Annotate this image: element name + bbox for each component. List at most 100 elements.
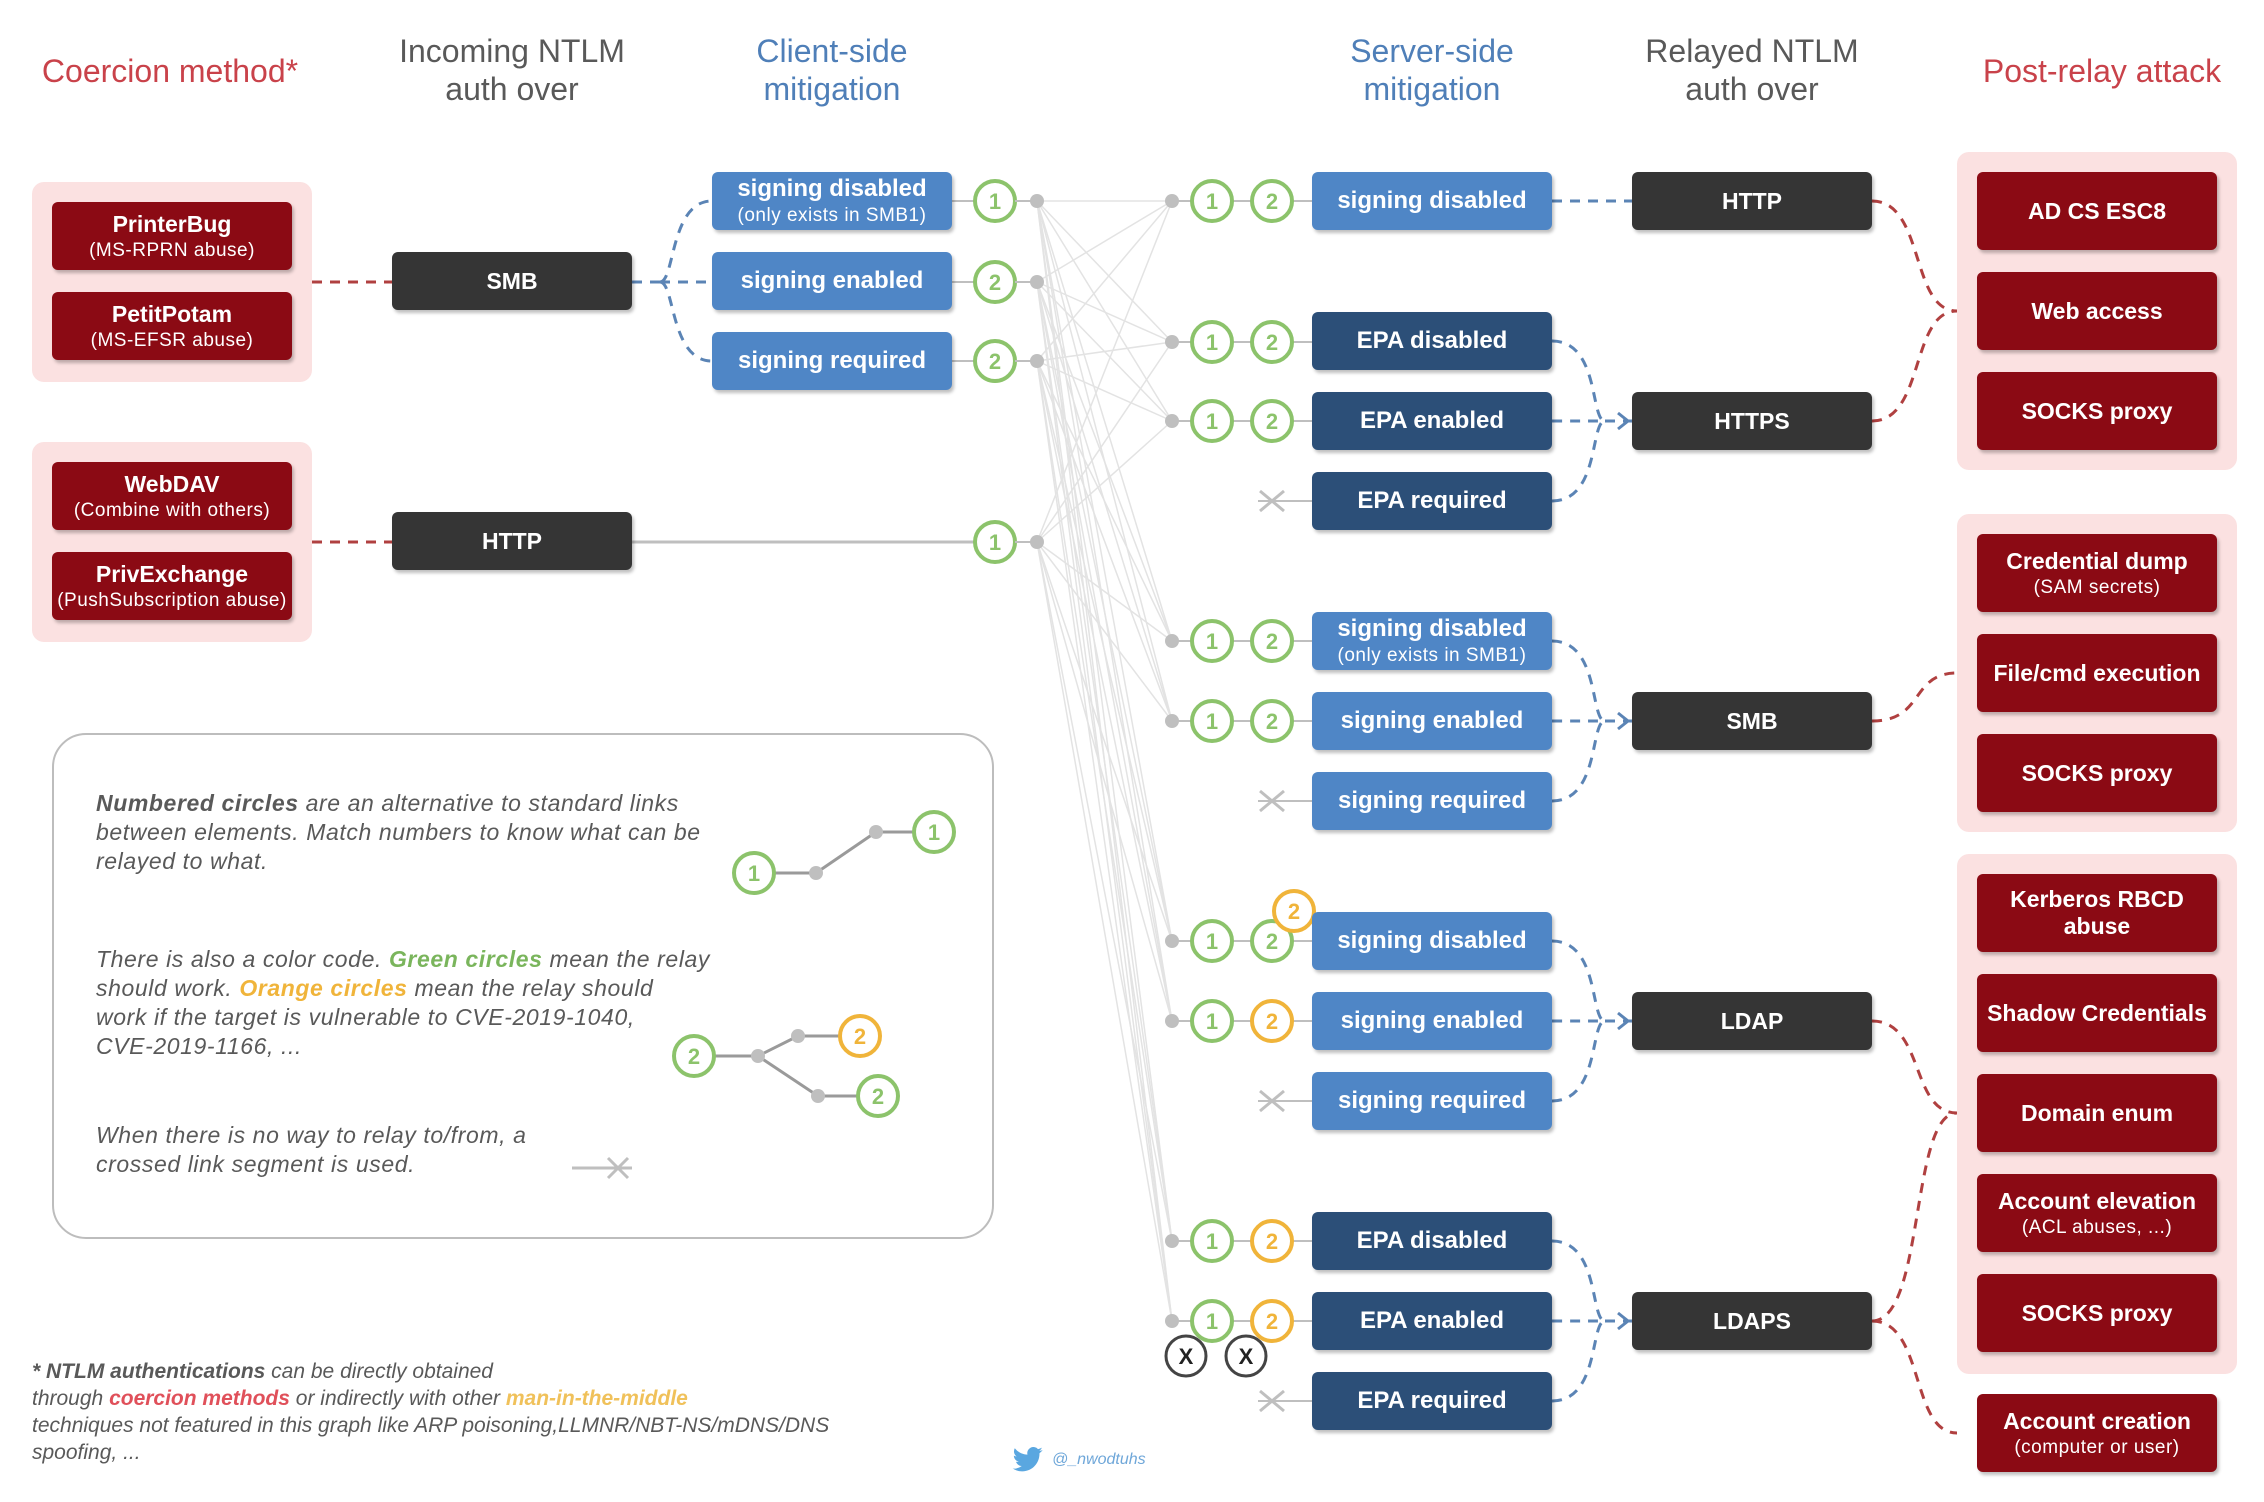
incoming-smb: SMB xyxy=(392,252,632,310)
circle-server-a-8-label: 1 xyxy=(1206,1009,1218,1034)
xcircle-b xyxy=(1224,1334,1268,1378)
server-ldap-signing-enabled: signing enabled xyxy=(1312,992,1552,1050)
server-ldaps-epa-required: EPA required xyxy=(1312,1372,1552,1430)
legend-circle-2a-label: 2 xyxy=(688,1044,700,1069)
post-domain-enum: Domain enum xyxy=(1977,1074,2217,1152)
link-smb-client-1 xyxy=(659,199,713,284)
client-title: signing disabled xyxy=(737,175,927,202)
coercion-title: WebDAV xyxy=(124,470,220,497)
relayed-https: HTTPS xyxy=(1632,392,1872,450)
legend-circle-2b xyxy=(838,1014,882,1058)
post-account-elevation: Account elevation (ACL abuses, ...) xyxy=(1977,1174,2217,1252)
link-ldaps-relay-arrow xyxy=(1617,1311,1631,1331)
circle-server-b-10 xyxy=(1250,1219,1294,1263)
coercion-title: PrivExchange xyxy=(95,560,249,587)
header-server-mitigation: Server-side mitigation xyxy=(1350,33,1514,107)
post-smb-socks-proxy: SOCKS proxy xyxy=(1977,734,2217,812)
fan-link xyxy=(1036,360,1173,422)
legend-link xyxy=(757,1054,819,1098)
post-web-socks-proxy: SOCKS proxy xyxy=(1977,372,2217,450)
server-http-signing-disabled: signing disabled xyxy=(1312,172,1552,230)
post-title: Account creation xyxy=(2003,1407,2191,1434)
header-incoming-ntlm: Incoming NTLM auth over xyxy=(399,33,625,107)
legend-circle-2a xyxy=(672,1034,716,1078)
cross-mark xyxy=(606,1156,630,1180)
circle-server-b-5-label: 2 xyxy=(1266,709,1278,734)
twitter-credit[interactable]: @_nwodtuhs xyxy=(1012,1446,1146,1474)
fan-link xyxy=(1036,200,1173,362)
legend-dot xyxy=(809,866,823,880)
fan-dot-left xyxy=(1030,275,1044,289)
server-smb-signing-enabled: signing enabled xyxy=(1312,692,1552,750)
fan-link xyxy=(1036,541,1173,722)
circle-server-b-4-label: 2 xyxy=(1266,629,1278,654)
cross-mark xyxy=(1259,1089,1285,1113)
server-ldap-signing-disabled: signing disabled xyxy=(1312,912,1552,970)
link-ldap-relay-arrow xyxy=(1617,1011,1631,1031)
circle-server-a-11 xyxy=(1190,1299,1234,1343)
server-ldaps-epa-disabled: EPA disabled xyxy=(1312,1212,1552,1270)
legend-text: There is also a color code. xyxy=(96,946,389,972)
header-coercion-method: Coercion method* xyxy=(41,53,299,89)
server-https-epa-disabled: EPA disabled xyxy=(1312,312,1552,370)
fan-link xyxy=(1036,541,1173,942)
fan-link xyxy=(1036,420,1173,543)
xcircle-a-label: X xyxy=(1179,1344,1194,1369)
footnote: * NTLM authentications can be directly o… xyxy=(32,1358,932,1466)
circle-server-a-2-label: 1 xyxy=(1206,409,1218,434)
fan-link xyxy=(1036,541,1173,1322)
server-title: signing disabled xyxy=(1337,615,1527,642)
client-signing-disabled: signing disabled (only exists in SMB1) xyxy=(712,172,952,230)
post-sub: (SAM secrets) xyxy=(2033,576,2161,598)
legend-numbered-circles-text: Numbered circles are an alternative to s… xyxy=(96,789,756,876)
circle-server-a-8 xyxy=(1190,999,1234,1043)
post-kerberos-rbcd: Kerberos RBCD abuse xyxy=(1977,874,2217,952)
legend-text: are an alternative to standard links xyxy=(298,790,679,816)
fan-link xyxy=(1036,281,1173,642)
fan-link xyxy=(1036,281,1173,942)
circle-server-b-1-label: 2 xyxy=(1266,330,1278,355)
legend-dot xyxy=(791,1029,805,1043)
link-https-relay xyxy=(1551,419,1606,503)
circle-server-a-11-label: 1 xyxy=(1206,1309,1218,1334)
incoming-http: HTTP xyxy=(392,512,632,570)
circle-server-b-1 xyxy=(1250,320,1294,364)
link-smb-relay xyxy=(1551,639,1606,723)
legend-dot xyxy=(869,825,883,839)
fan-link xyxy=(1036,200,1173,1242)
circle-server-b-8 xyxy=(1250,999,1294,1043)
footnote-mitm: man-in-the-middle xyxy=(505,1387,688,1410)
circle-server-b-11 xyxy=(1250,1299,1294,1343)
link-ldap-post xyxy=(1871,1019,1958,1115)
fan-link xyxy=(1036,281,1173,343)
legend-text: mean the relay xyxy=(542,946,711,972)
server-ldap-signing-required: signing required xyxy=(1312,1072,1552,1130)
coercion-sub: (Combine with others) xyxy=(73,499,271,521)
circle-server-b-8-label: 2 xyxy=(1266,1009,1278,1034)
legend-dot xyxy=(751,1049,765,1063)
post-shadow-credentials: Shadow Credentials xyxy=(1977,974,2217,1052)
client-signing-enabled: signing enabled xyxy=(712,252,952,310)
circle-server-a-0 xyxy=(1190,179,1234,223)
legend-circle-2b-label: 2 xyxy=(854,1024,866,1049)
link-smb-relay xyxy=(1551,719,1606,803)
footnote-text: spoofing, ... xyxy=(32,1441,141,1464)
link-smb-post xyxy=(1871,671,1958,723)
coercion-sub: (MS-EFSR abuse) xyxy=(90,329,254,351)
footnote-star: * NTLM authentications xyxy=(32,1360,266,1383)
coercion-sub: (PushSubscription abuse) xyxy=(57,589,287,611)
legend-text: between elements. Match numbers to know … xyxy=(96,819,701,845)
circle-server-b-2 xyxy=(1250,399,1294,443)
twitter-handle: @_nwodtuhs xyxy=(1052,1451,1146,1468)
post-sub: (ACL abuses, ...) xyxy=(2021,1216,2173,1238)
legend-text: CVE-2019-1166, ... xyxy=(96,1033,302,1059)
coercion-sub: (MS-RPRN abuse) xyxy=(89,239,255,261)
legend-text: crossed link segment is used. xyxy=(96,1151,416,1177)
coercion-petitpotam: PetitPotam (MS-EFSR abuse) xyxy=(52,292,292,360)
fan-link xyxy=(1036,341,1173,362)
fan-link xyxy=(1036,360,1173,1022)
header-post-relay-attack: Post-relay attack xyxy=(1982,53,2222,89)
link-ldaps-post xyxy=(1871,1111,1958,1323)
legend-circle-1b-label: 1 xyxy=(928,820,940,845)
fan-dot-left xyxy=(1030,535,1044,549)
